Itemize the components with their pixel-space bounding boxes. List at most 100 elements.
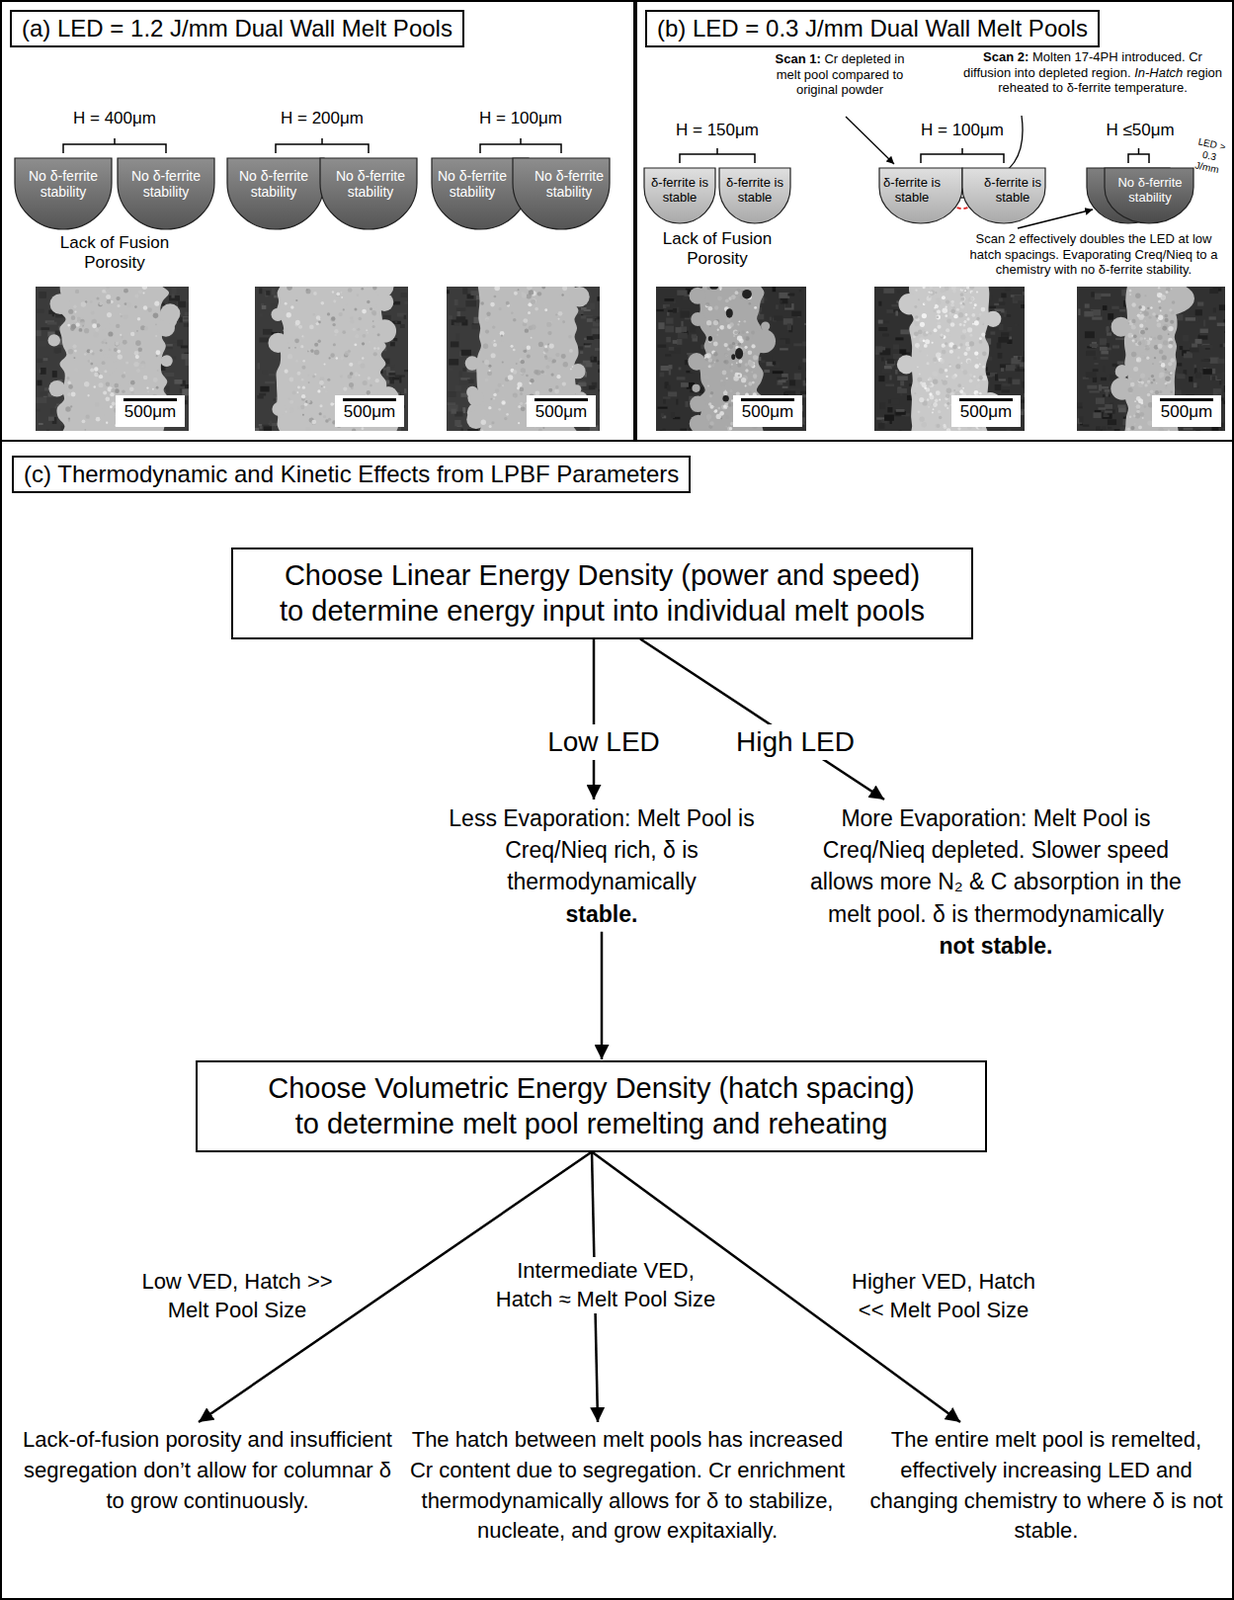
- micrograph-texture: [261, 370, 268, 375]
- micrograph-texture: [664, 304, 670, 308]
- micrograph-texture: [802, 394, 807, 398]
- micrograph-speckle: [373, 351, 378, 356]
- micrograph-speckle: [284, 302, 288, 306]
- micrograph-texture: [787, 293, 795, 297]
- spatter-particle: [687, 352, 706, 371]
- micrograph-speckle: [319, 411, 323, 415]
- micrograph-speckle: [709, 420, 714, 425]
- micrograph-texture: [454, 419, 461, 426]
- micrograph-speckle: [99, 348, 103, 352]
- micrograph-speckle: [76, 323, 81, 328]
- micrograph-speckle: [728, 403, 733, 408]
- micrograph-texture: [1013, 324, 1018, 328]
- micrograph-speckle: [721, 381, 727, 387]
- micrograph-speckle: [155, 334, 158, 337]
- micrograph-speckle: [133, 361, 139, 367]
- micrograph-speckle: [93, 366, 98, 371]
- micrograph-texture: [665, 336, 671, 342]
- micrograph-speckle: [551, 372, 555, 376]
- micrograph-texture: [40, 327, 50, 330]
- micrograph-speckle: [515, 362, 518, 365]
- micrograph-speckle: [91, 323, 97, 329]
- micrograph-speckle: [519, 387, 525, 393]
- micrograph-speckle: [745, 330, 748, 333]
- micrograph-texture: [897, 388, 907, 394]
- micrograph-texture: [760, 359, 765, 363]
- micrograph-speckle: [94, 328, 99, 332]
- micrograph-speckle: [737, 323, 740, 326]
- micrograph-speckle: [311, 419, 317, 425]
- micrograph-speckle: [742, 335, 746, 339]
- micrograph-speckle: [157, 369, 160, 372]
- micrograph-speckle: [305, 426, 311, 431]
- micrograph-speckle: [561, 293, 564, 296]
- micrograph-texture: [878, 320, 884, 325]
- spatter-particle: [270, 308, 284, 322]
- micrograph-texture: [657, 344, 666, 348]
- micrograph-speckle: [547, 356, 553, 362]
- micrograph-speckle: [485, 378, 490, 383]
- micrograph-speckle: [339, 356, 343, 360]
- micrograph-speckle: [94, 402, 100, 408]
- micrograph-speckle: [493, 397, 495, 400]
- micrograph-speckle: [728, 343, 734, 349]
- micrograph-texture: [802, 340, 807, 346]
- micrograph-speckle: [90, 351, 94, 355]
- micrograph-speckle: [752, 354, 758, 360]
- micrograph-speckle: [331, 290, 334, 293]
- micrograph-texture: [263, 426, 272, 431]
- micrograph-speckle: [728, 402, 734, 408]
- micrograph-texture: [665, 317, 674, 324]
- micrograph-speckle: [538, 427, 543, 431]
- micrograph-speckle: [68, 418, 71, 421]
- micrograph-speckle: [488, 406, 492, 410]
- micrograph-speckle: [68, 348, 75, 355]
- micrograph-speckle: [129, 386, 135, 392]
- scale-bar-box: [334, 395, 405, 427]
- micrograph-speckle: [490, 302, 495, 308]
- micrograph-speckle: [710, 391, 714, 395]
- micrograph-speckle: [310, 348, 315, 353]
- micrograph-texture: [269, 419, 273, 426]
- micrograph-speckle: [290, 305, 294, 309]
- micrograph-speckle: [530, 336, 533, 339]
- micrograph-speckle: [740, 377, 746, 383]
- spatter-particle: [689, 414, 708, 431]
- micrograph-texture: [806, 362, 808, 368]
- micrograph-speckle: [719, 288, 722, 291]
- micrograph-speckle: [372, 325, 376, 329]
- micrograph-speckle: [107, 330, 113, 336]
- micrograph-speckle: [341, 329, 346, 334]
- spatter-particle: [271, 402, 286, 416]
- micrograph-speckle: [75, 289, 80, 294]
- micrograph-speckle: [327, 312, 330, 316]
- micrograph-texture: [1001, 390, 1010, 394]
- micrograph-speckle: [486, 312, 491, 317]
- micrograph-speckle: [721, 405, 727, 411]
- micrograph-speckle: [353, 342, 357, 346]
- micrograph-texture: [392, 377, 400, 381]
- spatter-particle: [689, 396, 706, 412]
- micrograph-speckle: [740, 329, 745, 334]
- micrograph-texture: [994, 373, 998, 381]
- micrograph-speckle: [153, 377, 159, 383]
- micrograph-texture: [454, 322, 460, 327]
- micrograph-texture: [680, 382, 689, 388]
- micrograph-speckle: [354, 333, 359, 338]
- micrograph-texture: [884, 321, 890, 324]
- micrograph-texture: [680, 311, 690, 319]
- micrograph-texture: [184, 312, 189, 317]
- micrograph-speckle: [284, 411, 287, 413]
- micrograph-speckle: [152, 388, 155, 391]
- micrograph-speckle: [316, 315, 322, 321]
- micrograph-speckle: [716, 413, 722, 419]
- pore: [731, 353, 736, 360]
- micrograph-speckle: [70, 405, 73, 408]
- micrograph-speckle: [510, 370, 513, 373]
- micrograph-texture: [1016, 366, 1019, 371]
- micrograph-speckle: [372, 286, 377, 290]
- micrograph-texture: [258, 313, 263, 318]
- spatter-particle: [97, 328, 117, 347]
- micrograph-texture: [1023, 427, 1025, 431]
- micrograph-speckle: [725, 425, 728, 428]
